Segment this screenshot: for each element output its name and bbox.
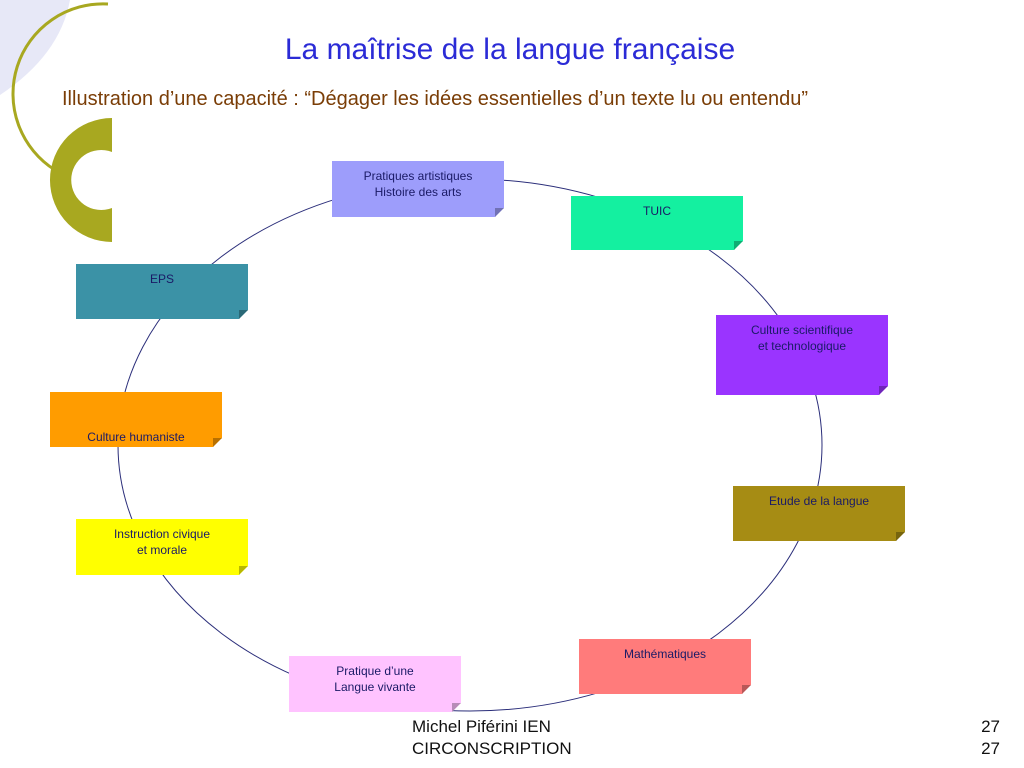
folded-corner — [213, 438, 222, 447]
box-instruction-civique-label: Instruction civique et morale — [113, 527, 211, 557]
box-culture-scientifique-label: Culture scientifique et technologique — [750, 323, 854, 353]
corner-decoration — [0, 0, 112, 242]
box-etude-de-la-langue-label: Etude de la langue — [768, 494, 870, 508]
box-pratiques-artistiques: Pratiques artistiques Histoire des arts — [332, 161, 504, 217]
page-title: La maîtrise de la langue française — [284, 33, 736, 66]
box-langue-vivante: Pratique d’une Langue vivante — [289, 656, 461, 712]
decorative-arc — [11, 2, 109, 172]
box-culture-humaniste: Culture humaniste — [50, 392, 222, 447]
page-number: 27 27 — [981, 717, 1000, 758]
page-subtitle: Illustration d’une capacité : “Dégager l… — [62, 88, 809, 110]
box-etude-de-la-langue: Etude de la langue — [733, 486, 905, 541]
folded-corner — [896, 532, 905, 541]
box-mathematiques-label: Mathématiques — [623, 647, 707, 661]
folded-corner — [452, 703, 461, 712]
box-eps-label: EPS — [149, 272, 174, 286]
decorative-c-shape — [49, 117, 112, 242]
decorative-light-blob — [0, 0, 70, 95]
folded-corner — [239, 566, 248, 575]
box-instruction-civique: Instruction civique et morale — [76, 519, 248, 575]
folded-corner — [239, 310, 248, 319]
box-langue-vivante-label: Pratique d’une Langue vivante — [334, 664, 416, 694]
box-pratiques-artistiques-label: Pratiques artistiques Histoire des arts — [363, 169, 473, 199]
box-tuic-label: TUIC — [643, 204, 671, 218]
footer-author: Michel Piférini IEN CIRCONSCRIPTION — [412, 717, 572, 758]
ring-ellipse — [117, 178, 823, 712]
folded-corner — [734, 241, 743, 250]
box-tuic: TUIC — [571, 196, 743, 250]
folded-corner — [742, 685, 751, 694]
folded-corner — [495, 208, 504, 217]
box-mathematiques: Mathématiques — [579, 639, 751, 694]
box-culture-scientifique: Culture scientifique et technologique — [716, 315, 888, 395]
folded-corner — [879, 386, 888, 395]
box-eps: EPS — [76, 264, 248, 319]
box-culture-humaniste-label: Culture humaniste — [87, 430, 185, 444]
